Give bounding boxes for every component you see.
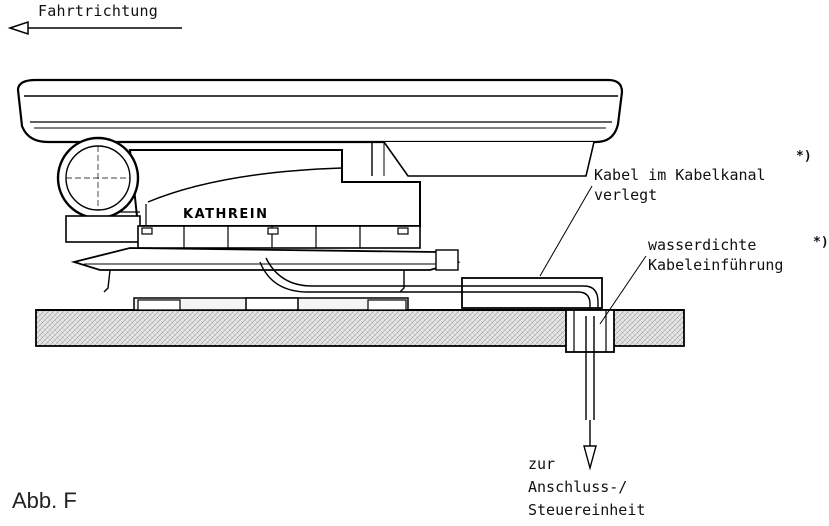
figure-label: Abb. F xyxy=(12,488,77,513)
direction-label: Fahrtrichtung xyxy=(38,2,158,20)
direction-arrow xyxy=(7,20,182,36)
control-unit-label-line3: Steuereinheit xyxy=(528,501,646,519)
cable-duct xyxy=(259,257,603,314)
cable-entry-label-line2: Kabeleinführung xyxy=(648,256,784,274)
cable-entry-label-line1: wasserdichte xyxy=(648,236,757,254)
cable-entry-footnote: *) xyxy=(813,235,829,250)
cable-duct-label-line2: verlegt xyxy=(594,186,658,204)
control-unit-label-line2: Anschluss-/ xyxy=(528,478,628,496)
waterproof-cable-entry xyxy=(565,309,615,471)
control-unit-label-line1: zur xyxy=(528,455,556,473)
antenna-housing xyxy=(16,78,624,177)
mounting-plate xyxy=(133,297,409,311)
leader-lines xyxy=(539,185,647,325)
cable-duct-label-line1: Kabel im Kabelkanal xyxy=(594,166,766,184)
brand-logo: KATHREIN xyxy=(183,207,269,222)
cable-duct-footnote: *) xyxy=(796,149,812,164)
